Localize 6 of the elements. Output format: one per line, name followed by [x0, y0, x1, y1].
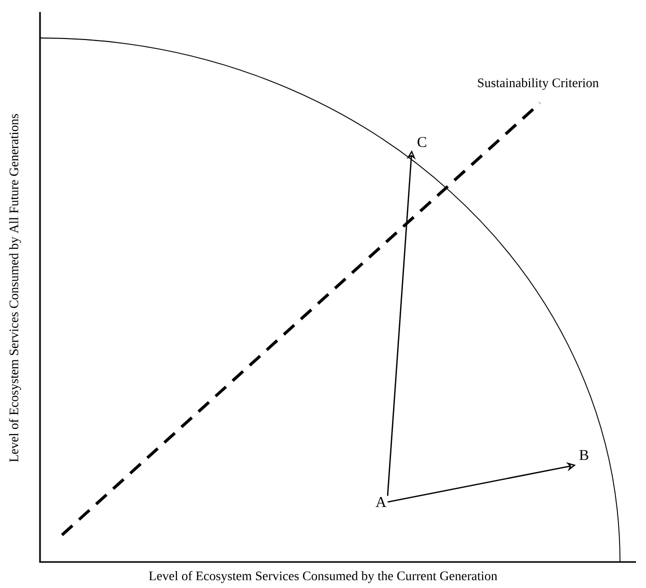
- point-label: C: [418, 136, 426, 148]
- point-label: A: [376, 497, 386, 507]
- point-label: B: [579, 450, 588, 460]
- axis-label: Level of Ecosystem Services Consumed by the Current Generation: [149, 571, 498, 583]
- axis-label: Level of Ecosystem Services Consumed by All Future Generations: [9, 114, 21, 462]
- curve-label: Sustainability Criterion: [478, 78, 599, 90]
